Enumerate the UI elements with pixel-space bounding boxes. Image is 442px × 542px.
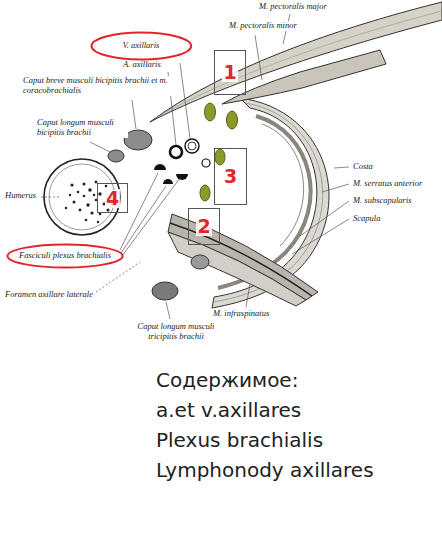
leader-line bbox=[255, 35, 262, 80]
pectoralis-minor bbox=[222, 50, 386, 104]
vessel-label: A. axillaris bbox=[122, 60, 162, 70]
region-box: 2 bbox=[188, 208, 220, 245]
bone-label: Scapula bbox=[352, 214, 381, 224]
highlight-ellipse bbox=[91, 33, 191, 60]
humerus bbox=[44, 159, 120, 235]
biceps-long-head bbox=[108, 150, 124, 162]
content-item: Lymphonody axillares bbox=[155, 458, 375, 482]
highlight-ellipse: Fasciculi plexus brachialis bbox=[6, 243, 124, 269]
leader-line bbox=[96, 262, 140, 292]
callout-number: 3 bbox=[223, 167, 238, 186]
leader-line bbox=[132, 100, 136, 129]
region-box: 4 bbox=[97, 183, 128, 213]
nerve-fascicle bbox=[176, 174, 188, 180]
heading-text: Содержимое: bbox=[155, 368, 299, 392]
axillary-vein bbox=[185, 139, 199, 153]
leader-line bbox=[180, 63, 190, 138]
callout-number: 2 bbox=[196, 217, 211, 236]
region-box bbox=[215, 149, 247, 205]
serratus-edge bbox=[262, 124, 304, 246]
muscle-label: M. subscapularis bbox=[352, 196, 413, 206]
callout-number: 4 bbox=[105, 189, 120, 208]
region-box bbox=[215, 51, 246, 95]
scapula-bone bbox=[170, 223, 312, 296]
teres-muscle bbox=[191, 255, 209, 269]
lymph-node bbox=[215, 149, 225, 165]
highlight-ellipse bbox=[7, 245, 122, 268]
nerve-fascicle bbox=[163, 179, 173, 184]
leader-line bbox=[334, 167, 349, 168]
triceps-long-head bbox=[152, 282, 178, 300]
callout-number: 1 bbox=[222, 63, 237, 82]
region-box: 1 bbox=[214, 50, 246, 95]
lymph-node bbox=[200, 185, 210, 201]
lymph-node bbox=[227, 111, 238, 129]
leader-line bbox=[322, 184, 349, 192]
leader-line bbox=[122, 178, 180, 256]
leader-line bbox=[166, 302, 170, 319]
bone-label: Costa bbox=[352, 162, 374, 172]
region-box bbox=[98, 184, 128, 213]
leader-line bbox=[41, 197, 60, 198]
content-item: a.et v.axillares bbox=[155, 398, 302, 422]
muscle-label: Caput longum musculi tricipitis brachii bbox=[125, 322, 227, 342]
structure-label: Fasciculi plexus brachialis bbox=[18, 251, 112, 261]
axillary-vein-inner bbox=[188, 142, 196, 150]
pectoralis-major bbox=[150, 2, 442, 122]
muscle-striation bbox=[156, 11, 442, 118]
muscle-label: Caput longum musculi bicipitis brachii bbox=[36, 118, 128, 138]
muscle-label: M. pectoralis minor bbox=[228, 21, 298, 31]
structure-label: V. axillaris bbox=[122, 41, 161, 51]
leader-line bbox=[300, 201, 349, 236]
region-box: 3 bbox=[214, 148, 247, 205]
axillary-artery bbox=[170, 146, 182, 158]
region-label: Foramen axillare laterale bbox=[4, 290, 94, 300]
leader-line bbox=[246, 284, 250, 307]
lymph-node bbox=[205, 103, 216, 121]
muscle-label: Caput breve musculi bicipitis brachii et… bbox=[22, 76, 174, 96]
region-box bbox=[189, 209, 220, 245]
leader-line bbox=[120, 173, 158, 250]
muscle-label: M. infraspinatus bbox=[212, 309, 270, 319]
highlight-ellipse: V. axillaris bbox=[90, 31, 193, 61]
content-item: Plexus brachialis bbox=[155, 428, 324, 452]
bone-label: Humerus bbox=[4, 191, 37, 201]
nerve-fascicle bbox=[154, 164, 166, 170]
biceps-short-head bbox=[124, 130, 152, 150]
leader-line bbox=[292, 219, 349, 254]
leader-lines bbox=[41, 14, 349, 319]
muscle-label: M. pectoralis major bbox=[258, 2, 328, 12]
leader-line bbox=[90, 142, 110, 152]
small-vessel bbox=[202, 159, 210, 167]
muscle-label: M. serratus anterior bbox=[352, 179, 423, 189]
